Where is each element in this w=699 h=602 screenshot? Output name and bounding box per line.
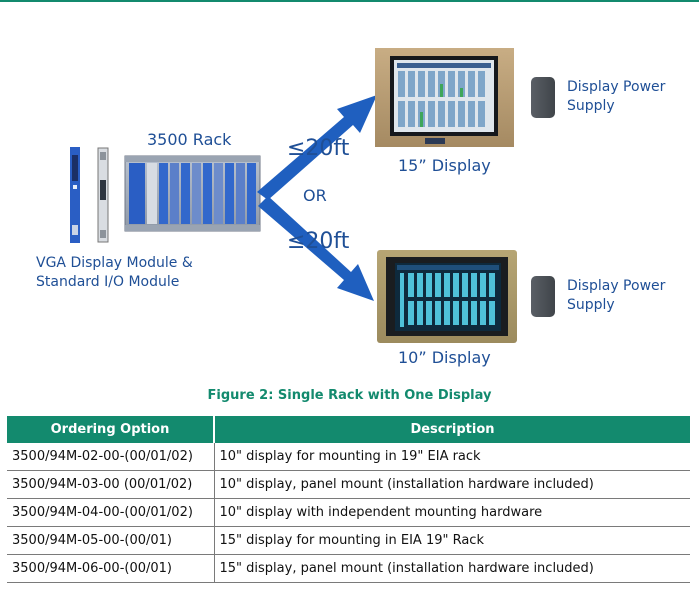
power-supply-bottom-label-line1: Display Power (567, 278, 666, 294)
power-supply-top-label-line2: Supply (567, 98, 615, 114)
display-15in-image (375, 48, 514, 147)
modules-label-line1: VGA Display Module & (36, 255, 193, 271)
description-cell: 15" display, panel mount (installation h… (214, 554, 690, 583)
standard-io-module (97, 147, 109, 243)
system-diagram (70, 48, 555, 343)
power-supply-bottom-image (531, 276, 555, 317)
distance-label-top: ≤20ft (287, 136, 350, 161)
arrow-to-10in-display (258, 196, 374, 301)
display-10in-image (377, 250, 517, 343)
table-row: 3500/94M-06-00-(00/01) 15" display, pane… (7, 554, 690, 583)
description-cell: 15" display for mounting in EIA 19" Rack (214, 526, 690, 555)
ordering-option-cell: 3500/94M-06-00-(00/01) (7, 554, 215, 583)
modules-label-line2: Standard I/O Module (36, 274, 180, 290)
ordering-option-cell: 3500/94M-04-00-(00/01/02) (7, 498, 215, 527)
rack-label: 3500 Rack (147, 130, 232, 149)
table-row: 3500/94M-03-00 (00/01/02) 10" display, p… (7, 470, 690, 499)
or-label: OR (303, 186, 327, 205)
description-cell: 10" display with independent mounting ha… (214, 498, 690, 527)
top-rule (0, 0, 699, 2)
figure-caption: Figure 2: Single Rack with One Display (207, 388, 492, 403)
table-row: 3500/94M-04-00-(00/01/02) 10" display wi… (7, 498, 690, 527)
power-supply-top-image (531, 77, 555, 118)
display-10in-label: 10” Display (398, 348, 491, 367)
table-header-row: Ordering Option Description (7, 416, 690, 443)
ordering-options-table: Ordering Option Description 3500/94M-02-… (7, 416, 690, 583)
ordering-option-cell: 3500/94M-02-00-(00/01/02) (7, 443, 215, 471)
table-row: 3500/94M-05-00-(00/01) 15" display for m… (7, 526, 690, 555)
description-cell: 10" display, panel mount (installation h… (214, 470, 690, 499)
ordering-option-cell: 3500/94M-03-00 (00/01/02) (7, 470, 215, 499)
column-header-description: Description (214, 416, 690, 443)
column-header-ordering-option: Ordering Option (7, 416, 215, 443)
vga-display-module (70, 147, 80, 243)
power-supply-bottom-label-line2: Supply (567, 297, 615, 313)
ordering-option-cell: 3500/94M-05-00-(00/01) (7, 526, 215, 555)
distance-label-bottom: ≤20ft (287, 229, 350, 254)
display-15in-label: 15” Display (398, 156, 491, 175)
arrow-to-15in-display (257, 95, 377, 200)
power-supply-top-label-line1: Display Power (567, 79, 666, 95)
rack-3500-image (124, 155, 261, 232)
description-cell: 10" display for mounting in 19" EIA rack (214, 443, 690, 471)
table-row: 3500/94M-02-00-(00/01/02) 10" display fo… (7, 443, 690, 471)
